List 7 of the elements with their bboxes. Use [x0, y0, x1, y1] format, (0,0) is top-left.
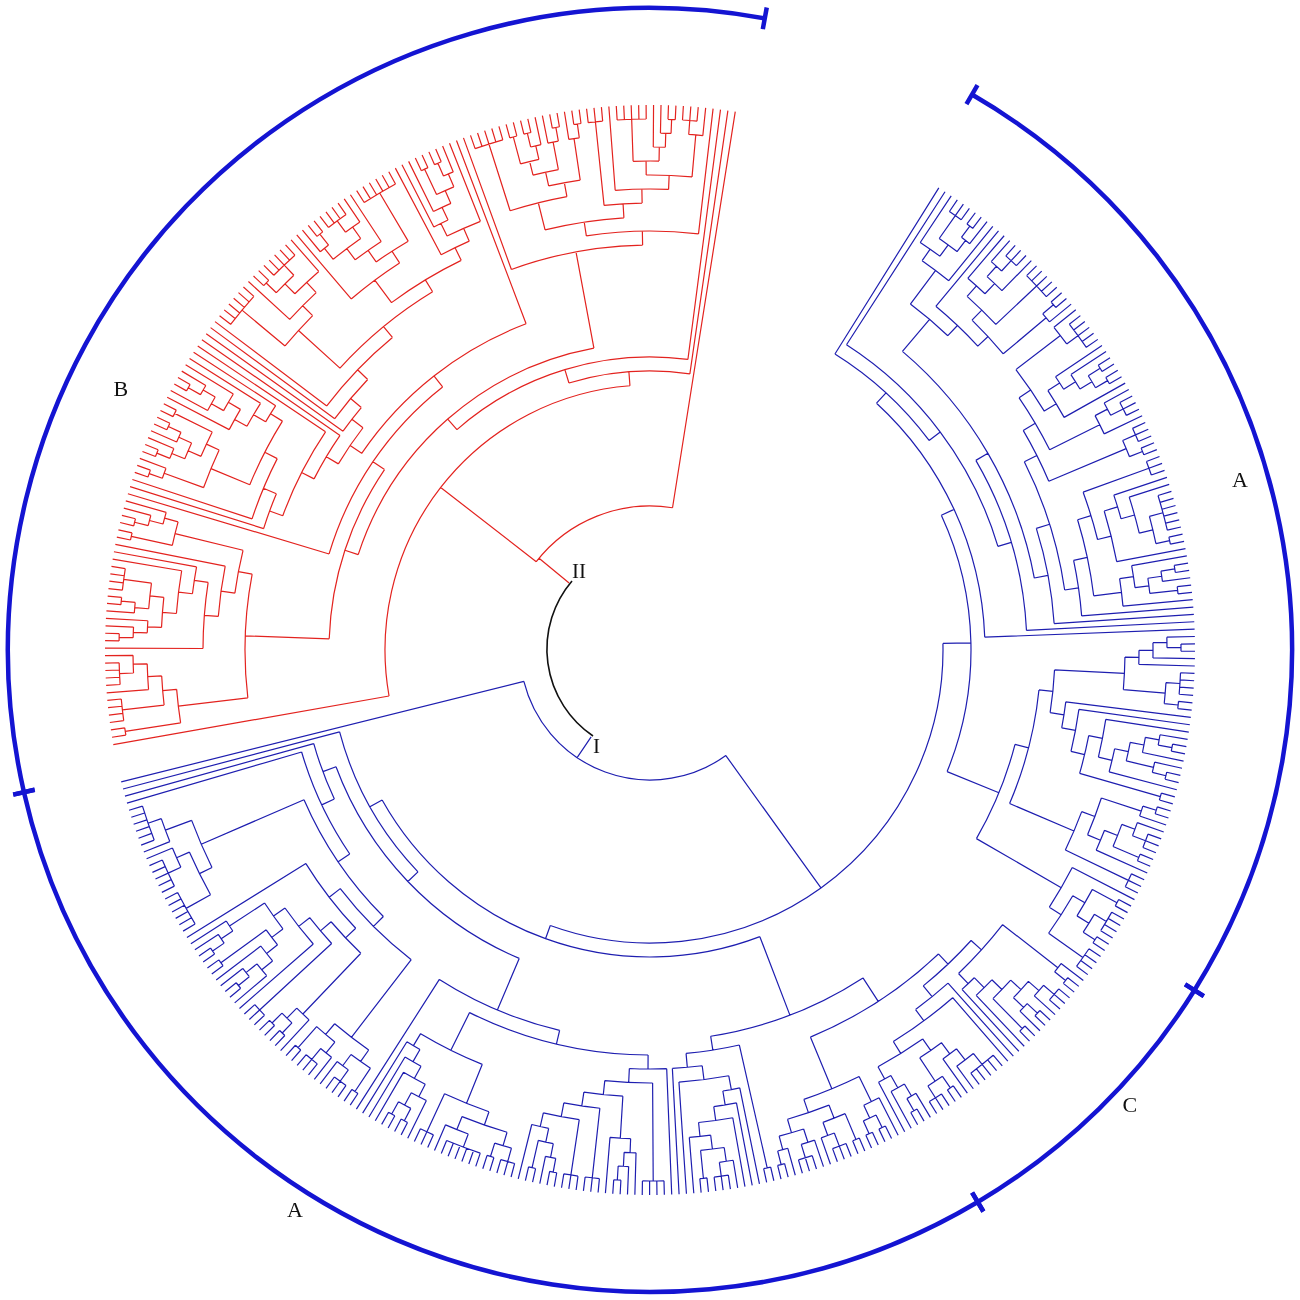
connector-arc [546, 580, 594, 737]
clade-label: C [1122, 1094, 1138, 1116]
node-label: I [593, 736, 600, 756]
node-label: II [572, 561, 586, 581]
clade-label: A [287, 1199, 303, 1221]
clade-label: A [1232, 469, 1248, 491]
clade-label: B [113, 378, 129, 400]
